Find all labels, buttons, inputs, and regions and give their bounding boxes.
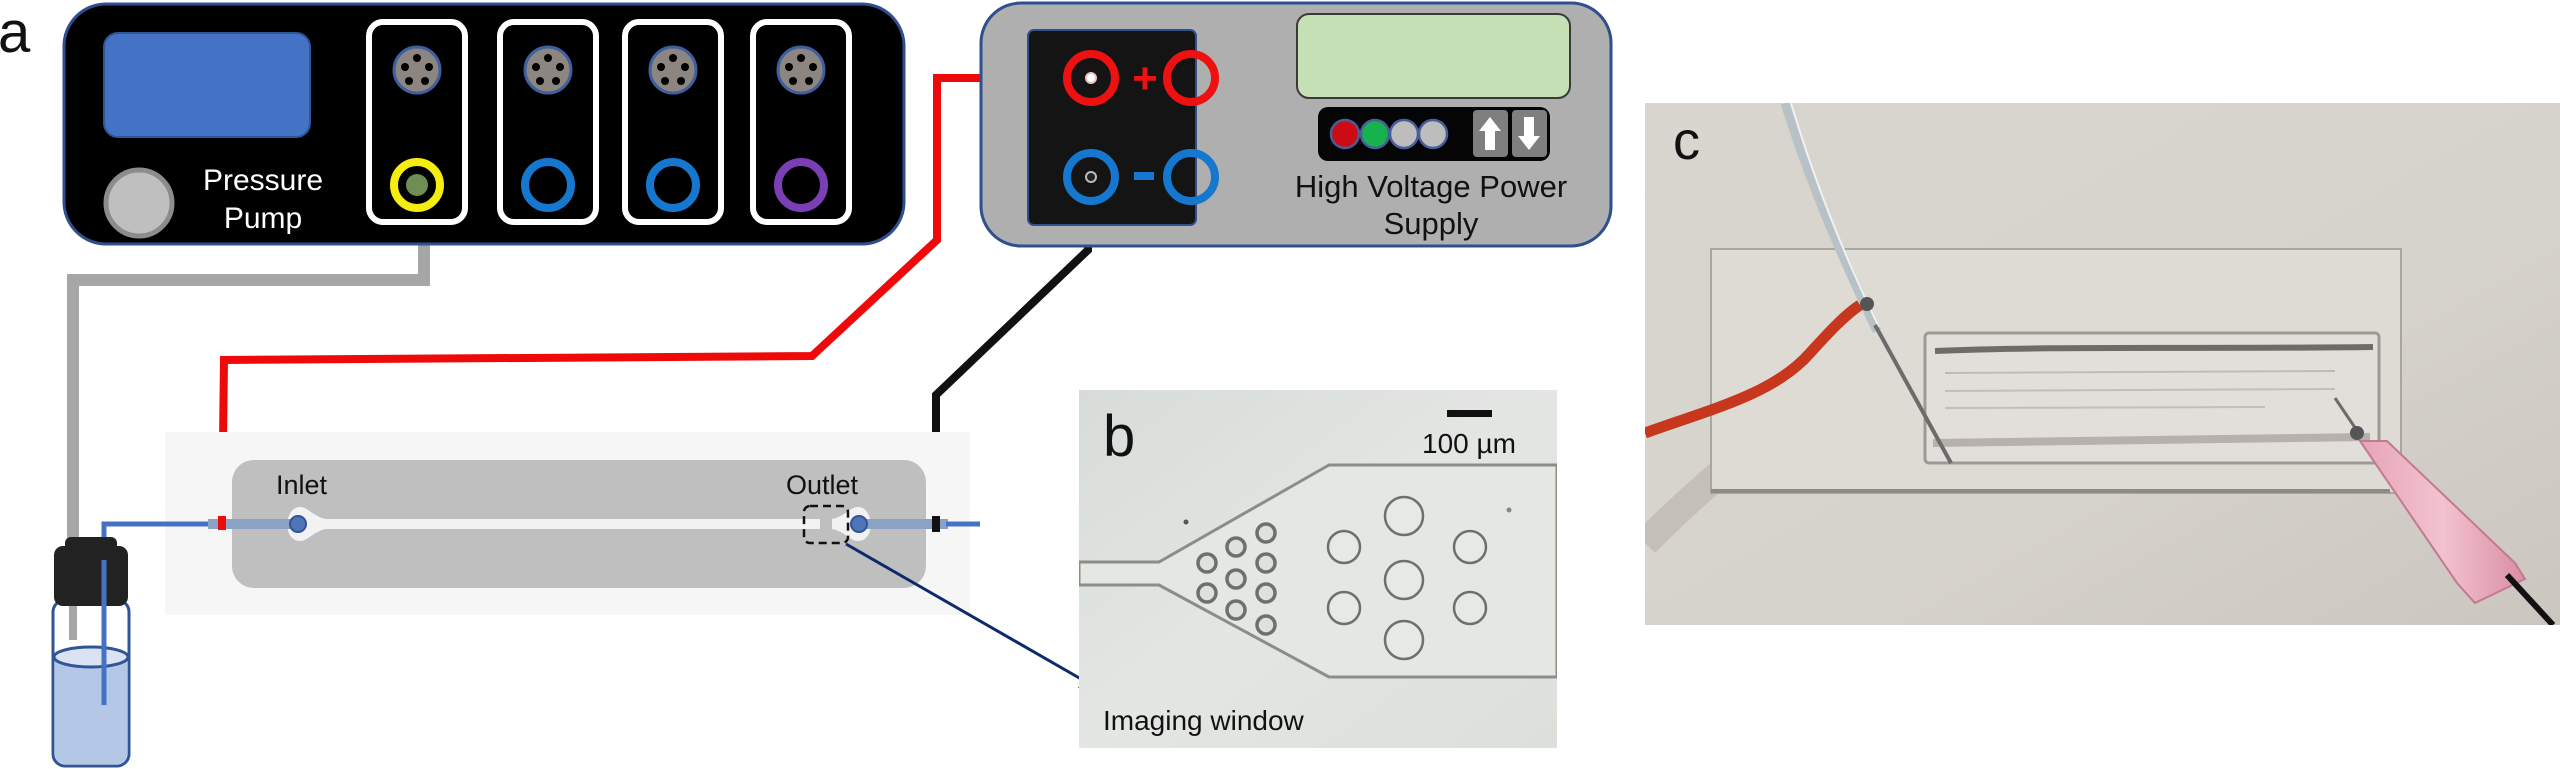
port-fitting [406,174,428,196]
chip-channel-line [1944,406,2266,409]
indicator-light [1417,118,1449,150]
panel-c-photo: c [1645,103,2560,625]
large-pillar [1326,529,1362,565]
pump-channel-module [366,19,468,225]
inlet-label: Inlet [276,470,328,500]
pump-channel-module [497,19,599,225]
liquid-surface [52,645,130,669]
sample-vial [51,537,131,768]
positive-terminal-plug [1085,72,1097,84]
panel-b-label: b [1103,404,1135,469]
small-pillar [1255,582,1277,604]
negative-electrode-contact [932,516,940,532]
pump-knob[interactable] [103,167,175,239]
inlet-needle [1873,324,1953,464]
inlet-fitting [208,519,298,529]
power-supply-display [1296,13,1571,99]
panel-a-label: a [0,0,31,65]
vial-cap [54,546,128,606]
pressure-outlet-port[interactable] [646,158,700,212]
pump-channel-module [622,19,724,225]
chip-channel-line [1944,388,2336,392]
scale-bar [1447,410,1492,417]
solder-joint [1860,297,1874,311]
debris-dot [1183,519,1189,525]
vial-cap-top [65,537,117,551]
five-pin-socket-icon[interactable] [648,45,698,95]
pump-display [103,32,311,138]
five-pin-socket-icon[interactable] [523,45,573,95]
small-pillar [1196,552,1218,574]
high-voltage-power-supply: + High Voltage Power Supply [979,1,1613,248]
large-pillar [1452,590,1488,626]
five-pin-socket-icon[interactable] [392,45,442,95]
small-pillar [1225,599,1247,621]
microfluidic-chip: Inlet Outlet [101,432,1100,690]
pressure-pump: Pressure Pump [62,2,906,246]
solder-joint [2350,426,2364,440]
panel-b-micrograph: 100 µm b Imaging window [1079,390,1557,748]
imaging-window-caption: Imaging window [1103,705,1305,736]
chip-channel-line [1944,370,2336,374]
power-supply-label-line1: High Voltage Power [1295,169,1567,204]
positive-terminal[interactable] [1163,50,1219,106]
indicator-light [1388,118,1420,150]
small-pillar [1255,552,1277,574]
scale-bar-label: 100 µm [1422,428,1516,459]
five-pin-socket-icon[interactable] [776,45,826,95]
panel-a-schematic: Pressure Pump + High Voltage Power Suppl… [51,1,1613,768]
small-pillar [1255,522,1277,544]
up-arrow-icon [1479,117,1501,150]
positive-symbol: + [1132,54,1158,103]
small-pillar [1225,568,1247,590]
pump-label-line2: Pump [224,202,302,235]
negative-terminal-plug [1085,171,1097,183]
negative-terminal[interactable] [1163,149,1219,205]
positive-wire [218,74,1090,527]
large-pillar [1326,590,1362,626]
channel-expansion [1079,463,1557,679]
imaging-window-pointer [845,542,1089,685]
pump-label-line1: Pressure [203,164,323,197]
small-pillar [1225,536,1247,558]
chip-top-groove [1934,344,2374,354]
outlet-port [850,515,868,533]
panel-c-label: c [1673,111,1700,171]
pressure-outlet-port[interactable] [390,158,444,212]
needle-hub[interactable] [2358,440,2527,605]
large-pillar [1383,495,1425,537]
microchannel [300,519,820,529]
chip-bottom-edge [1932,433,2371,447]
black-wire [2504,572,2556,625]
outlet-label: Outlet [786,470,859,500]
large-pillar [1383,619,1425,661]
large-pillar [1452,529,1488,565]
pump-channel-module [750,19,852,225]
small-pillar [1255,614,1277,636]
red-wire [1645,300,1864,439]
positive-terminal-connected[interactable] [1063,50,1119,106]
indicator-light [1329,118,1361,150]
imaging-window-marker[interactable] [802,504,850,545]
vial-liquid [55,657,127,764]
negative-symbol [1134,172,1154,180]
debris-dot [1506,507,1512,513]
down-arrow-icon [1518,117,1540,150]
outlet-fitting [858,519,948,529]
small-pillar [1196,582,1218,604]
inlet-port [289,515,307,533]
pdms-chip [1923,331,2381,465]
pressure-outlet-port[interactable] [774,158,828,212]
positive-electrode-contact [218,516,226,530]
indicator-light [1359,118,1391,150]
pressure-outlet-port[interactable] [521,158,575,212]
large-pillar [1383,559,1425,601]
negative-terminal-connected[interactable] [1063,149,1119,205]
power-supply-label-line2: Supply [1384,206,1479,241]
